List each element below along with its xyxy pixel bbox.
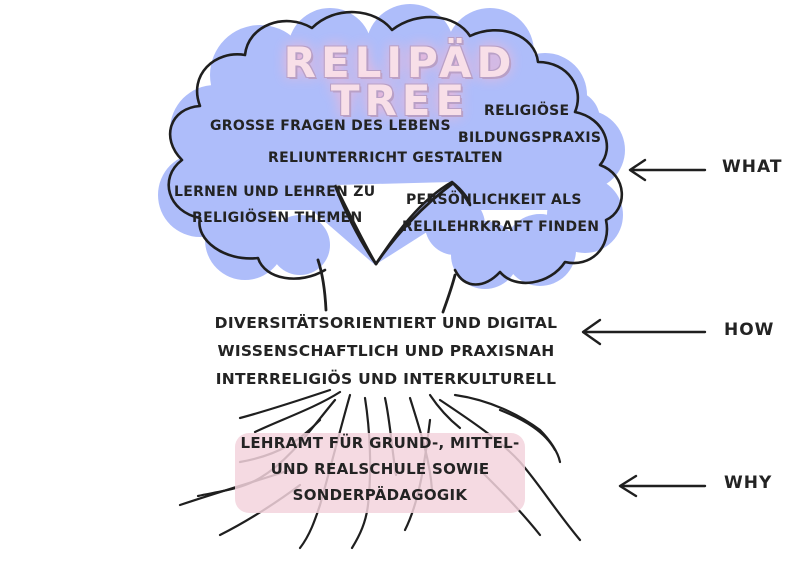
root-highlight [235,433,525,513]
level-label-what: WHAT [722,157,783,177]
topic-religioese: RELIGIÖSE [484,103,570,119]
root-line-1: LEHRAMT FÜR GRUND-, MITTEL- [240,434,520,452]
crown-inner-gap [333,180,472,266]
root-line-3: SONDERPÄDAGOGIK [292,486,468,504]
trunk [316,182,457,314]
topic-lernen-lehren-1: LERNEN UND LEHREN ZU [174,184,376,200]
title-line-1: RELIPÄD [283,38,517,87]
root-line-2: UND REALSCHULE SOWIE [270,460,490,478]
topic-bildungspraxis: BILDUNGSPRAXIS [458,130,602,146]
level-label-why: WHY [724,473,773,493]
topic-reliunterricht: RELIUNTERRICHT GESTALTEN [268,150,503,166]
topic-lernen-lehren-2: RELIGIÖSEN THEMEN [192,210,363,226]
arrow-left-icon [581,318,707,346]
topic-grosse-fragen: GROSSE FRAGEN DES LEBENS [210,118,451,134]
topic-persoenlichkeit-1: PERSÖNLICHKEIT ALS [406,192,582,208]
arrow-left-icon [618,474,707,498]
title-line-2: TREE [330,76,470,125]
trunk-line-3: INTERRELIGIÖS UND INTERKULTURELL [215,370,557,388]
crown-outline [167,10,624,286]
arrow-left-icon [628,158,707,182]
topic-persoenlichkeit-2: RELILEHRKRAFT FINDEN [402,219,600,235]
trunk-line-1: DIVERSITÄTSORIENTIERT UND DIGITAL [214,314,558,332]
crown-fill [158,4,625,289]
level-label-how: HOW [724,320,775,340]
trunk-line-2: WISSENSCHAFTLICH UND PRAXISNAH [217,342,555,360]
